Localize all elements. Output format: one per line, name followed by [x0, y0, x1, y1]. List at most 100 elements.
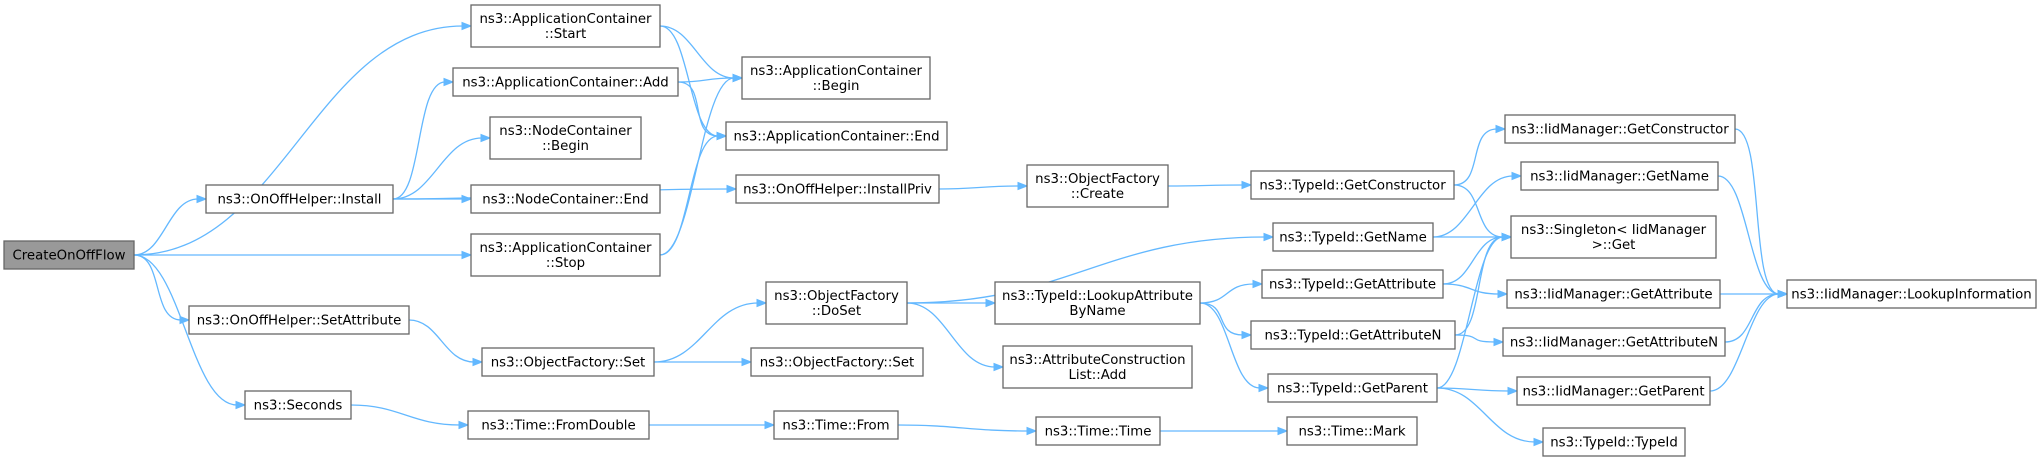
node-seconds[interactable]: ns3::Seconds — [244, 390, 352, 420]
node-box-attributeconstructionlist-add[interactable] — [1002, 345, 1193, 389]
node-box-typeid-getattribute[interactable] — [1261, 269, 1444, 299]
arrowhead-typeid-getparent-to-typeid-typeid — [1533, 437, 1545, 447]
node-label-appcontainer-stop-line-1: ::Stop — [546, 256, 585, 271]
node-box-onoffhelper-installpriv[interactable] — [735, 174, 940, 204]
node-singleton-iidmanager-get[interactable]: ns3::Singleton< IidManager>::Get — [1510, 215, 1717, 259]
node-nodecontainer-end[interactable]: ns3::NodeContainer::End — [470, 184, 661, 214]
node-iidmanager-getparent[interactable]: ns3::IidManager::GetParent — [1516, 376, 1711, 406]
node-time-from[interactable]: ns3::Time::From — [773, 410, 899, 440]
node-box-iidmanager-getparent[interactable] — [1516, 376, 1711, 406]
edge-typeid-lookupattributebyname-to-typeid-getparent — [1199, 302, 1261, 389]
node-box-typeid-typeid[interactable] — [1542, 427, 1686, 457]
node-onoffhelper-installpriv[interactable]: ns3::OnOffHelper::InstallPriv — [735, 174, 940, 204]
node-typeid-getattribute[interactable]: ns3::TypeId::GetAttribute — [1261, 269, 1444, 299]
arrowhead-onoffhelper-install-to-onoffhelper-installpriv — [726, 184, 738, 194]
node-objectfactory-create[interactable]: ns3::ObjectFactory::Create — [1026, 164, 1169, 208]
node-box-appcontainer-stop[interactable] — [470, 233, 661, 277]
arrowhead-time-fromdouble-to-time-from — [764, 420, 776, 430]
node-label-iidmanager-getconstructor-line-0: ns3::IidManager::GetConstructor — [1511, 123, 1729, 138]
node-appcontainer-begin[interactable]: ns3::ApplicationContainer::Begin — [741, 56, 931, 100]
node-typeid-getconstructor[interactable]: ns3::TypeId::GetConstructor — [1250, 170, 1455, 200]
node-box-iidmanager-lookupinformation[interactable] — [1786, 279, 2037, 309]
node-box-typeid-lookupattributebyname[interactable] — [994, 281, 1201, 325]
node-iidmanager-getattribute[interactable]: ns3::IidManager::GetAttribute — [1506, 279, 1721, 309]
edge-onoffhelper-setattribute-to-objectfactory-set1 — [408, 319, 475, 363]
node-box-typeid-getname[interactable] — [1272, 222, 1434, 252]
node-box-createonoffflow[interactable] — [3, 240, 135, 270]
node-iidmanager-getconstructor[interactable]: ns3::IidManager::GetConstructor — [1504, 114, 1736, 144]
node-box-appcontainer-end[interactable] — [725, 121, 948, 151]
node-box-iidmanager-getconstructor[interactable] — [1504, 114, 1736, 144]
node-box-iidmanager-getattributen[interactable] — [1502, 327, 1726, 357]
node-objectfactory-doset[interactable]: ns3::ObjectFactory::DoSet — [765, 281, 908, 325]
node-time-time[interactable]: ns3::Time::Time — [1035, 416, 1161, 446]
node-appcontainer-end[interactable]: ns3::ApplicationContainer::End — [725, 121, 948, 151]
node-time-mark[interactable]: ns3::Time::Mark — [1286, 416, 1418, 446]
node-box-iidmanager-getattribute[interactable] — [1506, 279, 1721, 309]
node-box-objectfactory-set2[interactable] — [750, 347, 924, 377]
node-label-iidmanager-getattributen-line-0: ns3::IidManager::GetAttributeN — [1510, 336, 1718, 351]
node-typeid-getparent[interactable]: ns3::TypeId::GetParent — [1267, 373, 1438, 403]
edge-createonoffflow-to-seconds — [133, 254, 238, 406]
edge-seconds-to-time-fromdouble — [350, 404, 461, 426]
node-box-typeid-getconstructor[interactable] — [1250, 170, 1455, 200]
node-appcontainer-stop[interactable]: ns3::ApplicationContainer::Stop — [470, 233, 661, 277]
node-box-time-from[interactable] — [773, 410, 899, 440]
node-label-time-time-line-0: ns3::Time::Time — [1045, 425, 1152, 440]
node-box-singleton-iidmanager-get[interactable] — [1510, 215, 1717, 259]
edge-typeid-getparent-to-typeid-typeid — [1436, 387, 1536, 443]
node-label-appcontainer-add-line-0: ns3::ApplicationContainer::Add — [462, 76, 669, 91]
node-box-appcontainer-start[interactable] — [470, 4, 661, 48]
node-onoffhelper-setattribute[interactable]: ns3::OnOffHelper::SetAttribute — [188, 305, 410, 335]
node-label-seconds-line-0: ns3::Seconds — [254, 399, 343, 414]
node-objectfactory-set2[interactable]: ns3::ObjectFactory::Set — [750, 347, 924, 377]
node-label-nodecontainer-begin-line-1: ::Begin — [542, 139, 589, 154]
node-box-appcontainer-add[interactable] — [452, 67, 679, 97]
arrowhead-objectfactory-doset-to-typeid-lookupattributebyname — [985, 298, 997, 308]
node-box-appcontainer-begin[interactable] — [741, 56, 931, 100]
node-iidmanager-getattributen[interactable]: ns3::IidManager::GetAttributeN — [1502, 327, 1726, 357]
node-box-objectfactory-doset[interactable] — [765, 281, 908, 325]
node-box-time-mark[interactable] — [1286, 416, 1418, 446]
node-box-onoffhelper-install[interactable] — [205, 184, 394, 214]
node-box-time-time[interactable] — [1035, 416, 1161, 446]
node-typeid-getname[interactable]: ns3::TypeId::GetName — [1272, 222, 1434, 252]
arrowhead-createonoffflow-to-seconds — [235, 400, 247, 410]
arrowhead-typeid-getname-to-iidmanager-getname — [1511, 171, 1523, 181]
node-label-onoffhelper-install-line-0: ns3::OnOffHelper::Install — [217, 193, 381, 208]
node-box-onoffhelper-setattribute[interactable] — [188, 305, 410, 335]
node-iidmanager-lookupinformation[interactable]: ns3::IidManager::LookupInformation — [1786, 279, 2037, 309]
edge-objectfactory-create-to-typeid-getconstructor — [1167, 184, 1244, 187]
node-box-typeid-getparent[interactable] — [1267, 373, 1438, 403]
node-label-typeid-getattributen-line-0: ns3::TypeId::GetAttributeN — [1265, 329, 1442, 344]
node-time-fromdouble[interactable]: ns3::Time::FromDouble — [467, 410, 650, 440]
node-nodecontainer-begin[interactable]: ns3::NodeContainer::Begin — [489, 116, 642, 160]
node-typeid-getattributen[interactable]: ns3::TypeId::GetAttributeN — [1250, 320, 1456, 350]
node-objectfactory-set1[interactable]: ns3::ObjectFactory::Set — [481, 347, 655, 377]
node-label-objectfactory-doset-line-0: ns3::ObjectFactory — [774, 289, 899, 304]
arrowhead-createonoffflow-to-appcontainer-start — [461, 21, 473, 31]
node-label-time-from-line-0: ns3::Time::From — [782, 419, 889, 434]
node-box-nodecontainer-end[interactable] — [470, 184, 661, 214]
node-box-seconds[interactable] — [244, 390, 352, 420]
edge-iidmanager-getparent-to-iidmanager-lookupinformation — [1709, 293, 1780, 392]
node-appcontainer-add[interactable]: ns3::ApplicationContainer::Add — [452, 67, 679, 97]
node-typeid-typeid[interactable]: ns3::TypeId::TypeId — [1542, 427, 1686, 457]
node-box-iidmanager-getname[interactable] — [1520, 161, 1719, 191]
node-createonoffflow[interactable]: CreateOnOffFlow — [3, 240, 135, 270]
node-box-typeid-getattributen[interactable] — [1250, 320, 1456, 350]
node-onoffhelper-install[interactable]: ns3::OnOffHelper::Install — [205, 184, 394, 214]
node-box-nodecontainer-begin[interactable] — [489, 116, 642, 160]
node-box-objectfactory-set1[interactable] — [481, 347, 655, 377]
node-label-objectfactory-set2-line-0: ns3::ObjectFactory::Set — [760, 356, 914, 371]
arrowhead-typeid-getattributen-to-iidmanager-getattributen — [1493, 337, 1505, 347]
node-appcontainer-start[interactable]: ns3::ApplicationContainer::Start — [470, 4, 661, 48]
node-iidmanager-getname[interactable]: ns3::IidManager::GetName — [1520, 161, 1719, 191]
arrowhead-objectfactory-set1-to-objectfactory-set2 — [741, 357, 753, 367]
node-box-objectfactory-create[interactable] — [1026, 164, 1169, 208]
node-label-typeid-getparent-line-0: ns3::TypeId::GetParent — [1277, 382, 1428, 397]
edge-createonoffflow-to-onoffhelper-setattribute — [133, 254, 182, 321]
node-box-time-fromdouble[interactable] — [467, 410, 650, 440]
